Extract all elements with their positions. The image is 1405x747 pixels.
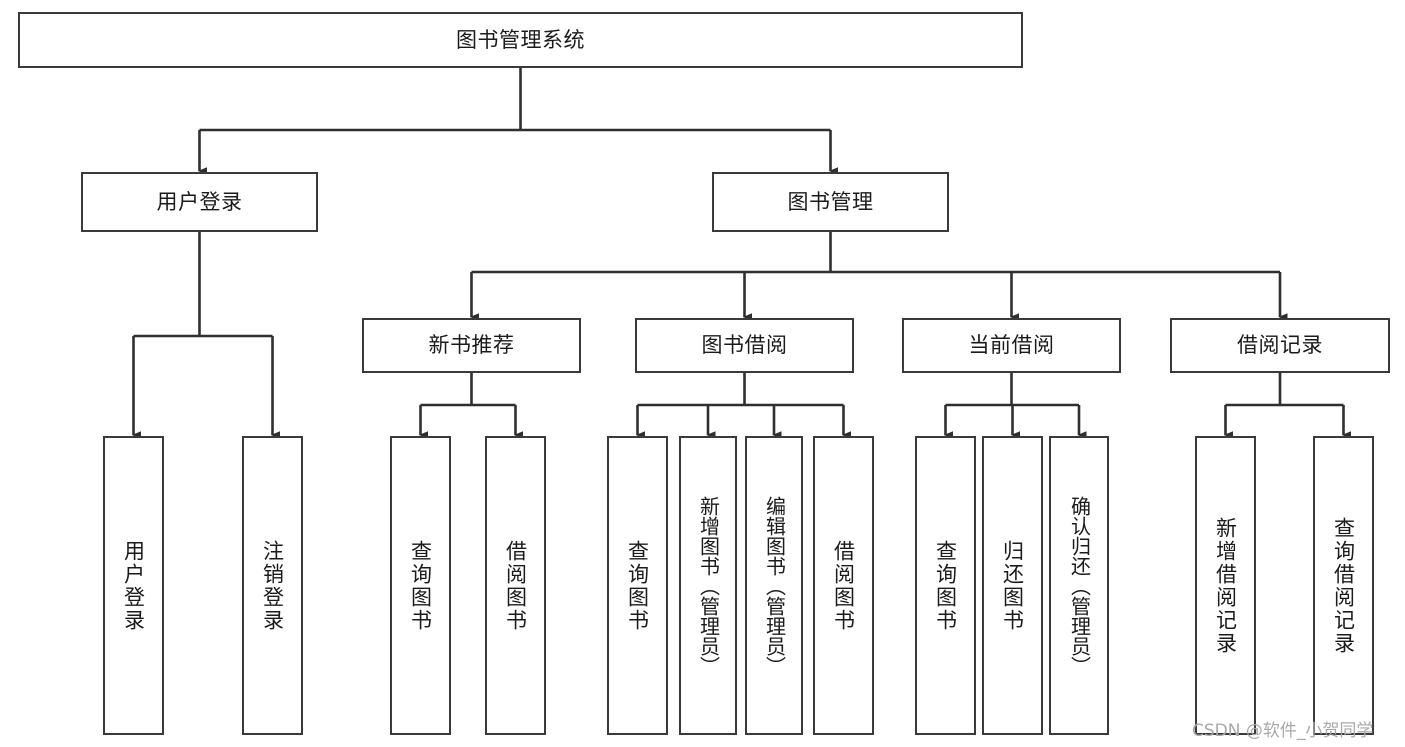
node-label: 图书管理 (787, 189, 874, 214)
node-label: 查询借阅记录 (1331, 516, 1356, 655)
node-label: 当前借阅 (968, 333, 1055, 358)
node-label: 图书管理系统 (456, 27, 585, 52)
node-leaf-confirm-return[interactable]: 确认归还（管理员） (1049, 436, 1109, 735)
node-label: 借阅图书 (831, 539, 856, 632)
node-leaf-return-book[interactable]: 归还图书 (982, 436, 1043, 735)
node-label: 确认归还（管理员） (1067, 495, 1092, 676)
node-leaf-query-book-rec[interactable]: 查询图书 (390, 436, 451, 735)
node-label: 归还图书 (1000, 539, 1025, 632)
node-leaf-borrow-book-rec[interactable]: 借阅图书 (485, 436, 546, 735)
node-leaf-user-logout[interactable]: 注销登录 (242, 436, 303, 735)
node-label: 图书借阅 (701, 333, 788, 358)
node-label: 查询图书 (933, 539, 958, 632)
node-new-book-recommend[interactable]: 新书推荐 (362, 318, 581, 373)
node-label: 查询图书 (408, 539, 433, 632)
node-label: 注销登录 (260, 539, 285, 632)
node-label: 借阅记录 (1237, 333, 1323, 358)
node-leaf-add-record[interactable]: 新增借阅记录 (1195, 436, 1256, 735)
node-label: 查询图书 (625, 539, 650, 632)
node-user-login[interactable]: 用户登录 (81, 172, 318, 232)
node-leaf-query-book-borrow[interactable]: 查询图书 (607, 436, 668, 735)
node-borrow-record[interactable]: 借阅记录 (1170, 318, 1390, 373)
node-label: 新书推荐 (428, 333, 515, 358)
node-label: 用户登录 (121, 539, 146, 632)
node-label: 编辑图书（管理员） (762, 495, 787, 676)
node-label: 用户登录 (156, 189, 243, 214)
node-root[interactable]: 图书管理系统 (18, 12, 1023, 68)
node-leaf-edit-book[interactable]: 编辑图书（管理员） (745, 436, 803, 735)
node-leaf-borrow-book[interactable]: 借阅图书 (813, 436, 874, 735)
node-leaf-user-login[interactable]: 用户登录 (103, 436, 164, 735)
node-leaf-query-book-current[interactable]: 查询图书 (915, 436, 976, 735)
node-leaf-query-record[interactable]: 查询借阅记录 (1313, 436, 1374, 735)
node-leaf-add-book[interactable]: 新增图书（管理员） (679, 436, 737, 735)
node-label: 新增图书（管理员） (696, 495, 721, 676)
node-label: 新增借阅记录 (1213, 516, 1238, 655)
node-book-manage[interactable]: 图书管理 (712, 172, 949, 232)
node-label: 借阅图书 (503, 539, 528, 632)
node-current-borrow[interactable]: 当前借阅 (902, 318, 1121, 373)
node-book-borrow[interactable]: 图书借阅 (635, 318, 854, 373)
